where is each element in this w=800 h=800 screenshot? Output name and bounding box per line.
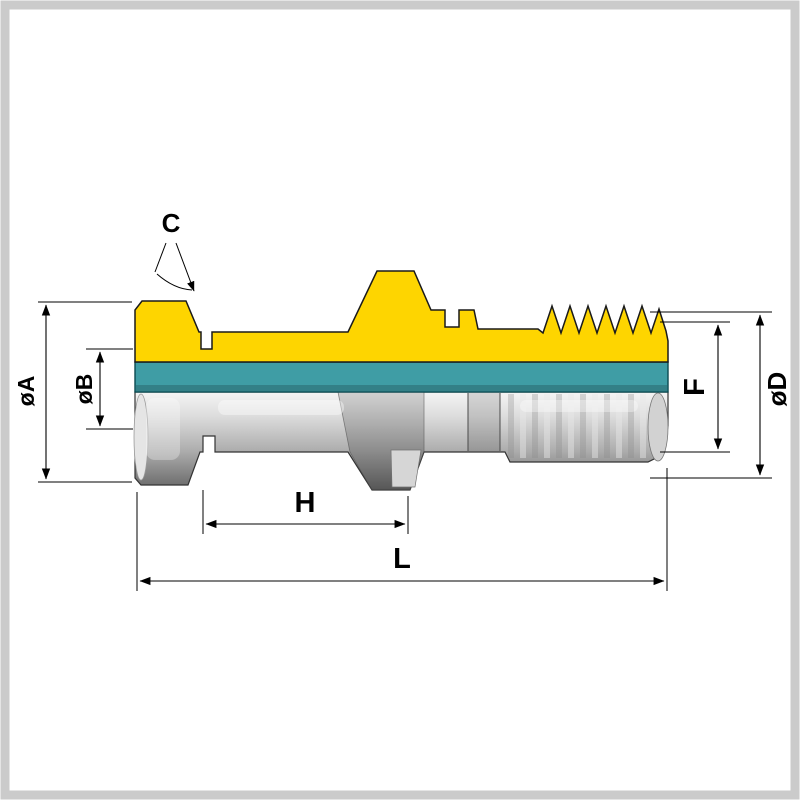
- dim-a-label: øA: [13, 376, 39, 407]
- yellow-upper-profile: [134, 270, 669, 363]
- chamfer-label: C: [162, 208, 181, 238]
- flange-face: [133, 393, 149, 481]
- dim-l: L: [136, 468, 668, 591]
- dim-h-label: H: [295, 487, 316, 519]
- groove-ring: [468, 393, 500, 451]
- shaft-highlight: [218, 400, 344, 415]
- dim-b: øB: [71, 348, 133, 430]
- metal-lower-body: [133, 391, 669, 491]
- thread-section: [508, 394, 646, 458]
- seal-band-fill: [134, 361, 669, 393]
- cone-face-highlight: [390, 449, 422, 488]
- end-cap-face: [647, 392, 669, 462]
- chamfer-callout: C: [154, 208, 195, 292]
- dim-l-label: L: [393, 543, 411, 575]
- thread-highlight: [520, 400, 638, 412]
- dim-d-label: øD: [762, 372, 792, 407]
- dim-f-label: F: [679, 378, 711, 396]
- dim-h: H: [202, 487, 409, 534]
- dim-b-label: øB: [71, 374, 97, 405]
- pull-stud-drawing: [133, 270, 669, 491]
- seal-band: [134, 361, 669, 393]
- seal-band-shade: [136, 385, 667, 391]
- dim-a: øA: [13, 301, 132, 483]
- dim-d: øD: [650, 311, 792, 479]
- dim-f: F: [660, 321, 730, 453]
- flange-highlight: [146, 398, 180, 460]
